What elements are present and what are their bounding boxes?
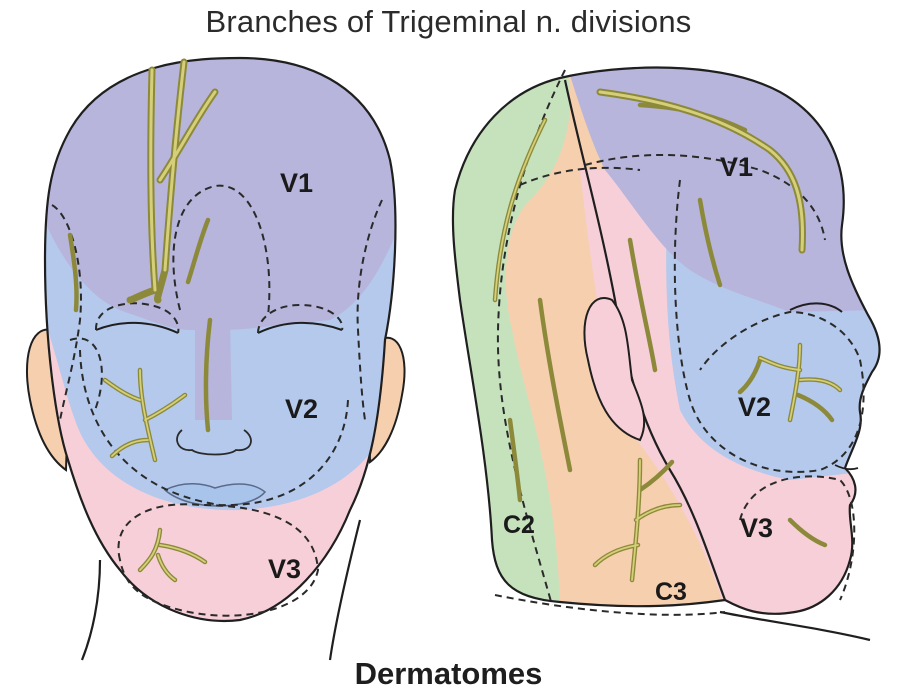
side-shoulder-line	[720, 612, 870, 640]
side-label-c3: C3	[655, 578, 687, 606]
front-label-v2: V2	[285, 394, 318, 424]
side-label-v3: V3	[740, 513, 773, 543]
side-label-c2: C2	[503, 511, 535, 539]
side-view: V1 V2 V3 C2 C3	[440, 60, 880, 640]
diagram-caption: Dermatomes	[0, 656, 897, 692]
front-label-v1: V1	[280, 168, 313, 198]
front-neck-left	[82, 560, 100, 660]
side-label-v2: V2	[738, 392, 771, 422]
front-nose-v1	[195, 320, 232, 420]
front-view: V1 V2 V3	[27, 40, 410, 660]
side-label-v1: V1	[720, 152, 753, 182]
front-label-v3: V3	[268, 554, 301, 584]
